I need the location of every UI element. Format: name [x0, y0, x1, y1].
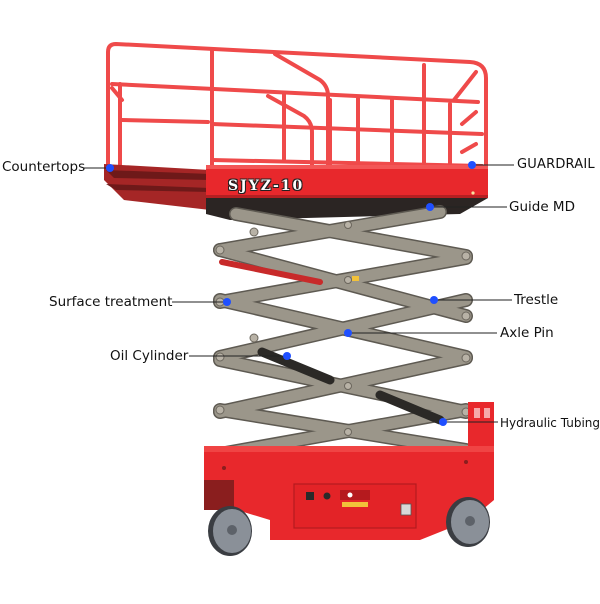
label-trestle: Trestle: [514, 292, 559, 308]
label-countertops: Countertops: [2, 159, 86, 175]
marker-guide-md: [426, 203, 434, 211]
scissor-arms: [213, 205, 473, 461]
chassis: [204, 402, 494, 540]
marker-axle-pin: [344, 329, 352, 337]
marker-guardrail: [468, 161, 476, 169]
front-wheel: [208, 506, 252, 556]
label-oil-cylinder: Oil Cylinder: [110, 348, 189, 364]
guardrail: [106, 42, 488, 170]
rear-wheel: [446, 497, 490, 547]
marker-dots: [106, 161, 476, 426]
marker-countertops: [106, 164, 114, 172]
label-axle-pin: Axle Pin: [500, 325, 554, 341]
label-surface-treatment: Surface treatment: [49, 294, 173, 310]
wheels: [208, 497, 490, 556]
model-plate: SJYZ-10: [228, 178, 305, 194]
platform-deck: [104, 164, 488, 220]
marker-oil-cylinder: [283, 352, 291, 360]
marker-surface-treatment: [223, 298, 231, 306]
label-guide-md: Guide MD: [509, 199, 575, 215]
label-guardrail: GUARDRAIL: [517, 157, 595, 172]
marker-hydraulic-tubing: [439, 418, 447, 426]
leader-lines: [83, 164, 514, 423]
marker-trestle: [430, 296, 438, 304]
label-hydraulic-tubing: Hydraulic Tubing: [500, 416, 600, 430]
